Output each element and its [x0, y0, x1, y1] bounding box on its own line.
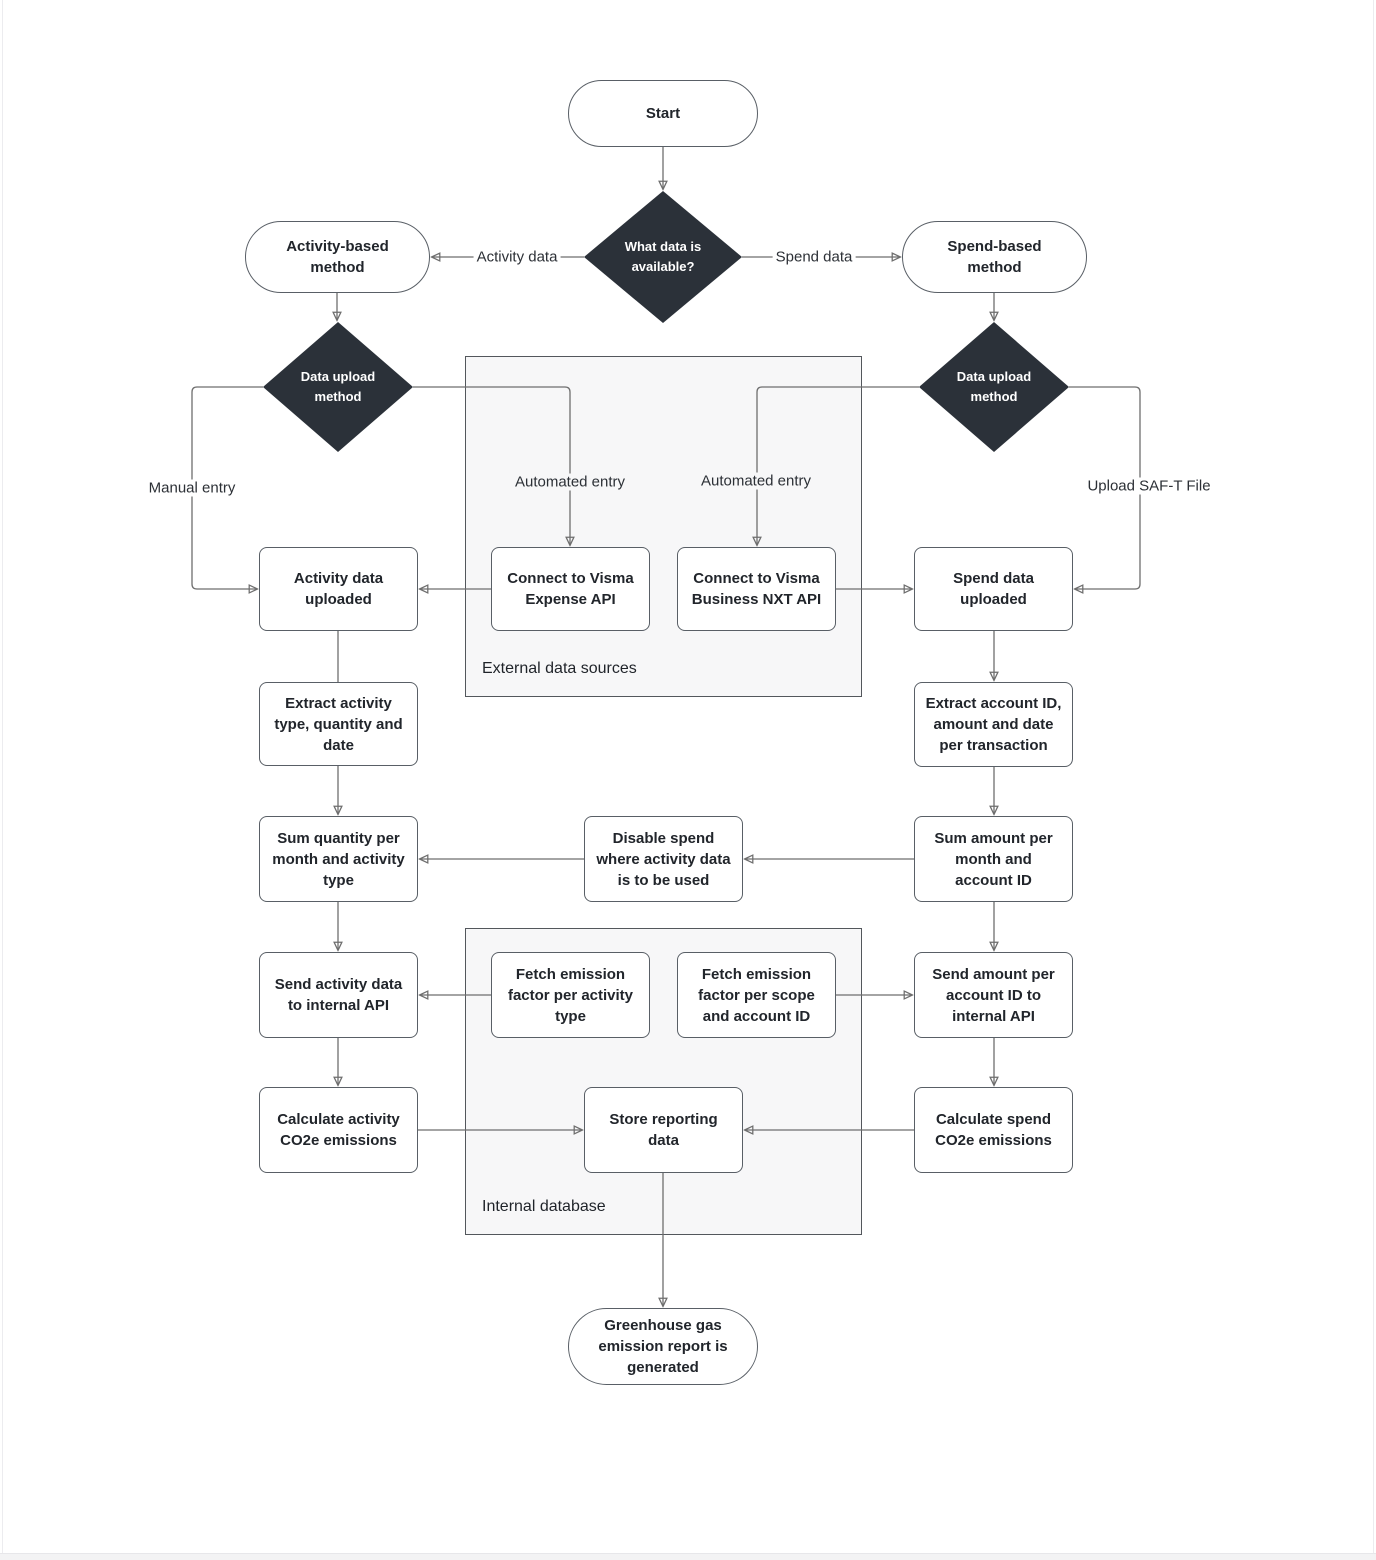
edge-label-upload-saft-file: Upload SAF-T File: [1084, 477, 1214, 495]
node-store-reporting-label: Store reporting data: [609, 1111, 718, 1149]
node-store-reporting: Store reporting data: [584, 1087, 743, 1173]
node-report-generated: Greenhouse gas emission report is genera…: [568, 1308, 758, 1385]
node-calculate-activity-label: Calculate activity CO2e emissions: [277, 1111, 400, 1149]
container-label-external: External data sources: [482, 660, 637, 677]
node-sum-quantity-label: Sum quantity per month and activity type: [272, 829, 405, 889]
node-what-data-available-label: What data is available?: [624, 238, 702, 274]
node-disable-spend: Disable spend where activity data is to …: [584, 816, 743, 902]
node-fetch-factor-scope-label: Fetch emission factor per scope and acco…: [698, 965, 815, 1025]
page-border-right: [1373, 0, 1374, 1553]
node-sum-quantity: Sum quantity per month and activity type: [259, 816, 418, 902]
node-spend-based-method-label: Spend-based method: [947, 238, 1042, 276]
node-send-amount: Send amount per account ID to internal A…: [914, 952, 1073, 1038]
page-border-left: [2, 0, 3, 1553]
node-send-amount-label: Send amount per account ID to internal A…: [932, 965, 1055, 1025]
edge-label-spend-data: Spend data: [772, 248, 856, 266]
container-label-internal: Internal database: [482, 1198, 606, 1215]
node-data-upload-method-right-label: Data upload method: [956, 368, 1032, 404]
edge-automated-entry-right: [757, 386, 919, 545]
node-spend-based-method: Spend-based method: [902, 221, 1087, 293]
node-start-label: Start: [645, 105, 681, 122]
node-start: Start: [568, 80, 758, 147]
node-spend-data-uploaded-label: Spend data uploaded: [953, 570, 1034, 608]
node-activity-based-method: Activity-based method: [245, 221, 430, 293]
node-data-upload-method-left-label: Data upload method: [300, 368, 376, 404]
node-fetch-factor-scope: Fetch emission factor per scope and acco…: [677, 952, 836, 1038]
node-report-generated-label: Greenhouse gas emission report is genera…: [598, 1317, 728, 1376]
node-sum-amount-label: Sum amount per month and account ID: [934, 829, 1053, 889]
node-extract-account-label: Extract account ID, amount and date per …: [925, 695, 1062, 754]
node-connect-visma-nxt: Connect to Visma Business NXT API: [677, 547, 836, 631]
node-connect-visma-expense-label: Connect to Visma Expense API: [507, 570, 634, 608]
node-calculate-activity: Calculate activity CO2e emissions: [259, 1087, 418, 1173]
node-spend-data-uploaded: Spend data uploaded: [914, 547, 1073, 631]
node-activity-based-method-label: Activity-based method: [286, 238, 389, 276]
node-send-activity-label: Send activity data to internal API: [274, 976, 403, 1014]
node-calculate-spend: Calculate spend CO2e emissions: [914, 1087, 1073, 1173]
edge-label-manual-entry: Manual entry: [145, 479, 239, 497]
node-disable-spend-label: Disable spend where activity data is to …: [596, 829, 731, 889]
edge-automated-entry-left: [413, 386, 570, 545]
edge-label-automated-entry-right: Automated entry: [697, 472, 815, 490]
container-external-data-sources: External data sources: [465, 356, 862, 697]
node-sum-amount: Sum amount per month and account ID: [914, 816, 1073, 902]
node-send-activity: Send activity data to internal API: [259, 952, 418, 1038]
node-connect-visma-expense: Connect to Visma Expense API: [491, 547, 650, 631]
page-footer-strip: [0, 1553, 1376, 1560]
node-fetch-factor-activity: Fetch emission factor per activity type: [491, 952, 650, 1038]
node-extract-activity: Extract activity type, quantity and date: [259, 682, 418, 766]
node-activity-data-uploaded-label: Activity data uploaded: [293, 570, 384, 608]
node-fetch-factor-activity-label: Fetch emission factor per activity type: [507, 965, 634, 1025]
node-activity-data-uploaded: Activity data uploaded: [259, 547, 418, 631]
edge-label-automated-entry-left: Automated entry: [511, 473, 629, 491]
node-connect-visma-nxt-label: Connect to Visma Business NXT API: [691, 570, 822, 608]
node-extract-account: Extract account ID, amount and date per …: [914, 682, 1073, 767]
node-extract-activity-label: Extract activity type, quantity and date: [274, 694, 403, 754]
node-calculate-spend-label: Calculate spend CO2e emissions: [935, 1111, 1052, 1149]
edge-label-activity-data: Activity data: [473, 248, 561, 266]
